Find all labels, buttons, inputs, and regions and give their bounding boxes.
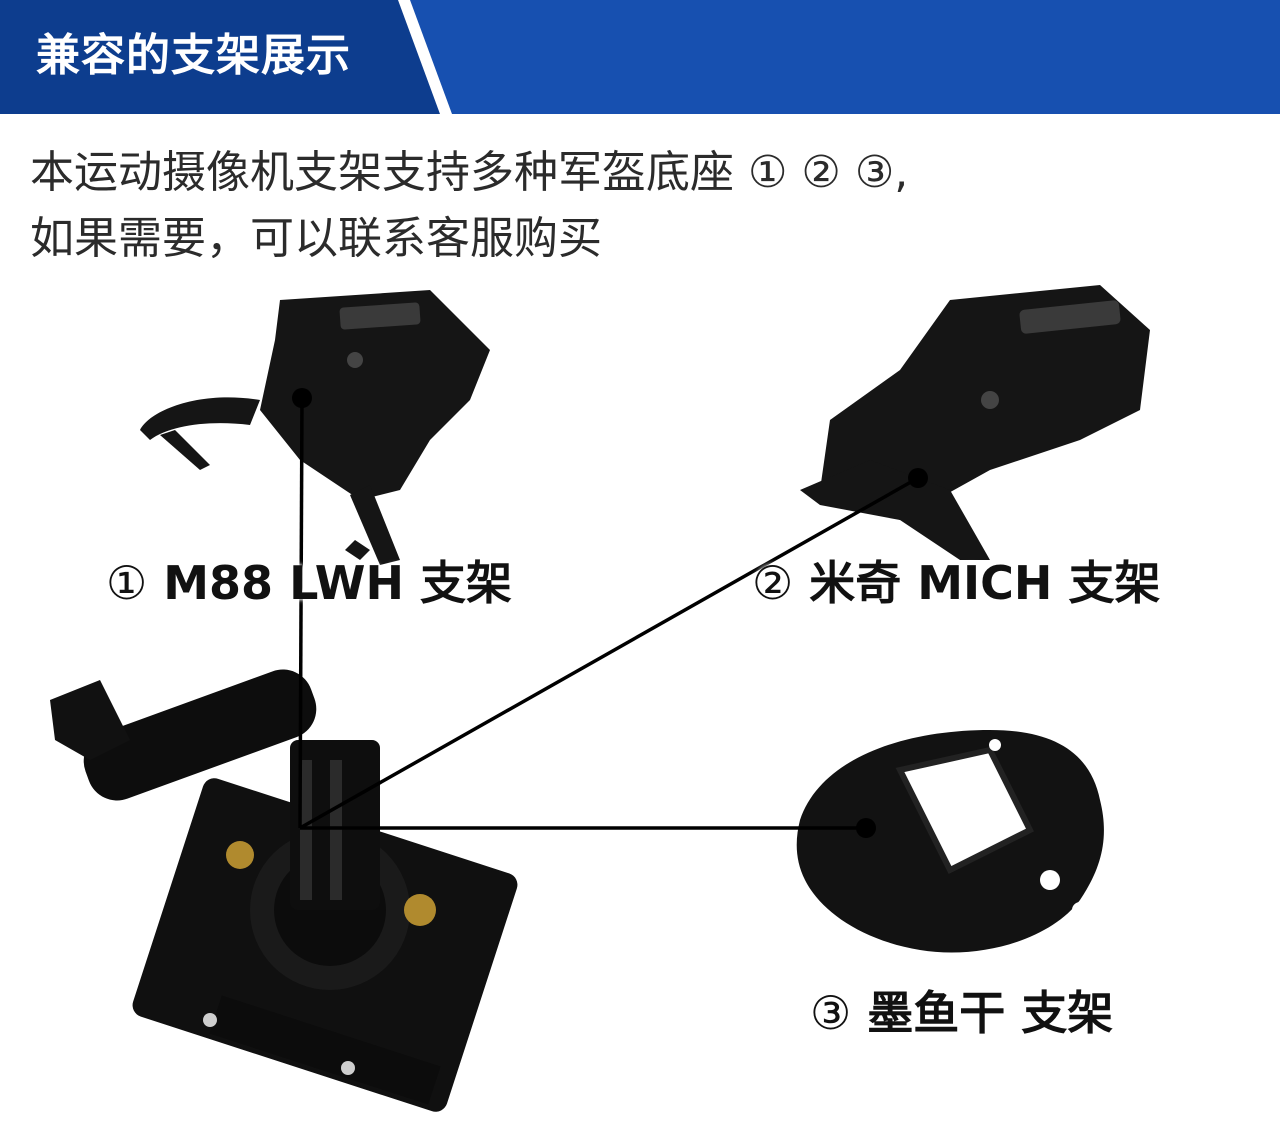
mich-bracket-image bbox=[800, 285, 1150, 560]
header-banner: 兼容的支架展示 bbox=[0, 0, 1280, 114]
m88-bracket-image bbox=[140, 290, 490, 565]
leader-lines bbox=[298, 397, 919, 830]
mount-label-2: ② 米奇 MICH 支架 bbox=[752, 560, 1160, 606]
leader-dot-3 bbox=[856, 818, 876, 838]
mount-name-3: 墨鱼干 支架 bbox=[867, 986, 1114, 1040]
mount-number-3: ③ bbox=[810, 986, 852, 1040]
leader-dot-2 bbox=[908, 468, 928, 488]
shroud-bracket-image bbox=[796, 730, 1104, 953]
mount-label-3: ③ 墨鱼干 支架 bbox=[810, 990, 1113, 1036]
camera-adapter-image bbox=[50, 669, 518, 1112]
intro-line-1: 本运动摄像机支架支持多种军盔底座 ① ② ③, bbox=[30, 147, 909, 198]
intro-text: 本运动摄像机支架支持多种军盔底座 ① ② ③, 如果需要，可以联系客服购买 bbox=[30, 140, 1230, 272]
mount-name-2: 米奇 MICH 支架 bbox=[809, 556, 1161, 610]
mount-label-1: ① M88 LWH 支架 bbox=[106, 560, 512, 606]
banner-title: 兼容的支架展示 bbox=[36, 30, 351, 81]
mount-number-1: ① bbox=[106, 556, 148, 610]
mounts-drawing bbox=[50, 285, 1150, 1112]
banner-shape bbox=[0, 0, 1280, 114]
intro-line-2: 如果需要，可以联系客服购买 bbox=[30, 213, 602, 264]
product-illustration: ① M88 LWH 支架 ② 米奇 MICH 支架 ③ 墨鱼干 支架 bbox=[0, 260, 1280, 1124]
mount-name-1: M88 LWH 支架 bbox=[163, 556, 513, 610]
mount-number-2: ② bbox=[752, 556, 794, 610]
leader-dot-1 bbox=[292, 388, 312, 408]
